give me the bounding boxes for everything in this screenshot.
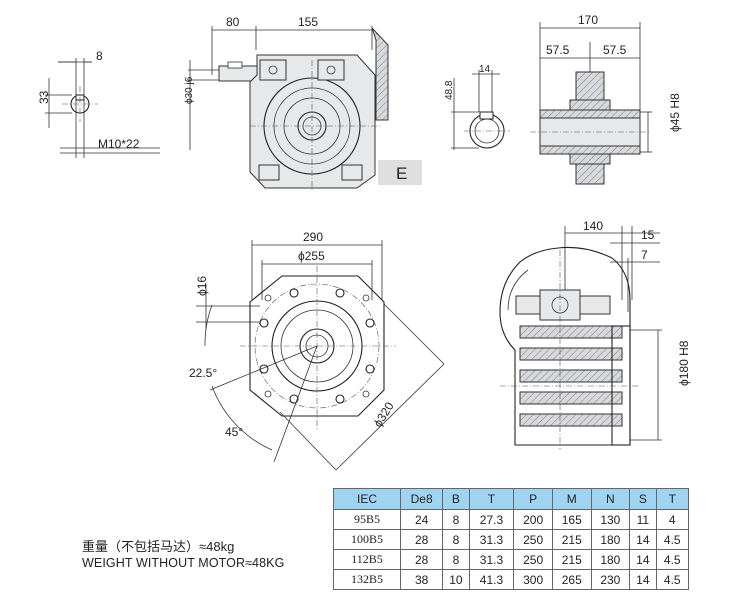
worm-section-view	[499, 226, 662, 450]
dim-shaft-height: 33	[37, 90, 51, 104]
dim-key-14: 14	[479, 64, 491, 75]
table-header-cell: De8	[399, 488, 444, 510]
weight-note-en: WEIGHT WITHOUT MOTOR≈48KG	[82, 556, 285, 570]
table-cell: 41.3	[468, 569, 515, 590]
view-label-box	[378, 160, 422, 185]
table-cell: 250	[513, 529, 553, 550]
table-cell: 300	[513, 569, 553, 590]
table-cell: 100B5	[333, 529, 401, 550]
table-cell: 95B5	[333, 509, 401, 530]
dim-half-57-5-right: 57.5	[603, 43, 627, 57]
table-cell: 8	[442, 549, 470, 570]
table-cell: 10	[442, 569, 470, 590]
dim-140: 140	[583, 219, 603, 233]
table-cell: 180	[590, 549, 631, 570]
table-header-cell: M	[551, 488, 592, 510]
table-row: 132B5 38 10 41.3 300 265 230 14 4.5	[333, 569, 690, 590]
table-header-cell: N	[590, 488, 631, 510]
table-cell: 11	[629, 509, 657, 530]
table-row: 95B5 24 8 27.3 200 165 130 11 4	[333, 509, 690, 530]
dim-half-57-5-left: 57.5	[546, 43, 570, 57]
dim-flange-255: ϕ255	[298, 249, 325, 263]
table-cell: 14	[629, 569, 657, 590]
dim-angle-45: 45°	[225, 425, 243, 439]
table-cell: 200	[513, 509, 553, 530]
table-header-cell: IEC	[333, 488, 401, 510]
dim-width-170: 170	[578, 13, 598, 27]
table-cell: 215	[551, 529, 592, 550]
table-cell: 4.5	[655, 529, 690, 550]
dim-7: 7	[641, 248, 648, 262]
table-cell: 180	[590, 529, 631, 550]
table-cell: 4	[655, 509, 690, 530]
table-header-cell: T	[655, 488, 690, 510]
table-row: 100B5 28 8 31.3 250 215 180 14 4.5	[333, 529, 690, 550]
iec-dimension-table: IEC De8 B T P M N S T 95B5 24 8 27.3 200…	[333, 488, 690, 590]
weight-note: 重量（不包括马达）≈48kg WEIGHT WITHOUT MOTOR≈48KG	[82, 539, 284, 571]
table-cell: 130	[590, 509, 631, 530]
table-cell: 215	[551, 549, 592, 570]
table-cell: 4.5	[655, 569, 690, 590]
side-view	[188, 26, 389, 190]
table-cell: 31.3	[468, 529, 515, 550]
table-header-cell: S	[629, 488, 657, 510]
dim-hole-16: ϕ16	[195, 276, 209, 296]
table-header-cell: B	[442, 488, 470, 510]
dim-48-8: 48.8	[444, 80, 455, 100]
dim-flange-290: 290	[303, 230, 323, 244]
dim-spigot-180: ϕ180 H8	[677, 340, 691, 386]
table-cell: 8	[442, 509, 470, 530]
table-cell: 28	[399, 529, 444, 550]
table-header-row: IEC De8 B T P M N S T	[333, 488, 690, 510]
table-cell: 31.3	[468, 549, 515, 570]
table-cell: 230	[590, 569, 631, 590]
bore-view	[451, 70, 510, 150]
table-cell: 14	[629, 549, 657, 570]
dim-angle-22-5: 22.5°	[189, 366, 217, 380]
view-label-e: E	[396, 164, 407, 183]
table-cell: 165	[551, 509, 592, 530]
table-cell: 8	[442, 529, 470, 550]
flange-face-view	[196, 240, 445, 471]
table-cell: 132B5	[333, 569, 401, 590]
dim-side-155: 155	[298, 15, 318, 29]
hollow-shaft-section	[530, 22, 652, 185]
dim-shaft-diameter: ϕ30 j6	[184, 76, 195, 104]
table-cell: 14	[629, 529, 657, 550]
table-cell: 112B5	[333, 549, 401, 570]
table-header-cell: T	[468, 488, 515, 510]
weight-note-cn: 重量（不包括马达）≈48kg	[82, 539, 235, 554]
table-cell: 27.3	[468, 509, 515, 530]
table-cell: 250	[513, 549, 553, 570]
flange-bolt-holes	[259, 288, 375, 404]
dim-bore-45: ϕ45 H8	[668, 93, 682, 132]
table-cell: 4.5	[655, 549, 690, 570]
dim-shaft-thread: M10*22	[98, 137, 140, 151]
dim-shaft-key-width: 8	[96, 49, 103, 63]
table-cell: 265	[551, 569, 592, 590]
table-row: 112B5 28 8 31.3 250 215 180 14 4.5	[333, 549, 690, 570]
dim-15: 15	[641, 228, 655, 242]
dim-side-80: 80	[226, 15, 240, 29]
table-cell: 38	[399, 569, 444, 590]
shaft-end-view	[45, 58, 160, 158]
table-cell: 28	[399, 549, 444, 570]
worm-gear-fins	[519, 325, 623, 427]
table-cell: 24	[399, 509, 444, 530]
table-header-cell: P	[513, 488, 553, 510]
